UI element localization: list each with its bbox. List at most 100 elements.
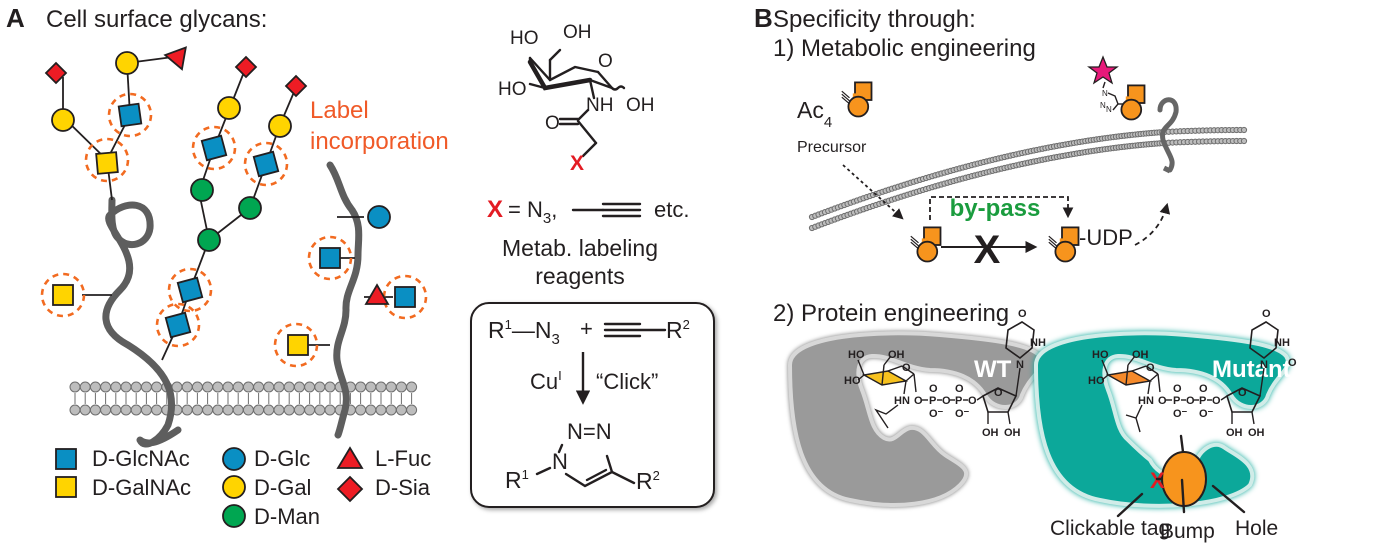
galnac-square-icon [55, 476, 77, 498]
udp-label: -UDP [1079, 225, 1133, 250]
triazole-linker: N N N [1100, 81, 1123, 114]
atom-nh: NH [1274, 337, 1290, 349]
acetyl-group [874, 404, 899, 429]
atom-ho1: HO [510, 28, 539, 49]
bond [901, 365, 915, 375]
lipid-head [314, 381, 326, 393]
lipid-head [365, 404, 377, 416]
ribose-ring [982, 387, 1018, 413]
lipid-head [100, 381, 112, 393]
lipid-head [130, 404, 142, 416]
lipid-head [222, 381, 234, 393]
bond [1127, 355, 1136, 366]
lipid-head [212, 404, 224, 416]
legend-label-glcnac: D-GlcNAc [92, 446, 190, 471]
atom-nh: NH [586, 95, 613, 116]
bond-amide [576, 108, 590, 122]
galnac-square-icon [95, 151, 119, 175]
callout-hole: Hole [1235, 517, 1278, 540]
lipid-head [324, 404, 336, 416]
atom-n: N [1016, 359, 1024, 371]
sugar-ring-face [861, 370, 909, 386]
atom-o: O [968, 395, 977, 407]
triazole-n-atom-1: N [1102, 89, 1108, 98]
x-def-x: X [487, 196, 503, 223]
reactant-alkyne-r2: R2 [666, 317, 690, 343]
fuc-triangle-icon [163, 46, 187, 71]
glcnac-square-icon [252, 150, 280, 178]
bond [857, 374, 865, 381]
bond-x [581, 141, 598, 158]
metabolic-reagent-structure: HO OH O HO NH OH O X [498, 22, 655, 175]
atom-o: O [994, 387, 1003, 399]
lipid-head [212, 381, 224, 393]
glcnac-square-icon [164, 311, 192, 339]
glycan-legend: D-GlcNAc D-GalNAc D-Glc D-Gal D-Man L-Fu… [55, 446, 431, 529]
sia-diamond-icon [44, 61, 68, 85]
lipid-head [253, 404, 265, 416]
lipid-head [385, 404, 397, 416]
atom-o: O [1186, 395, 1195, 407]
atom-hn: HN [1138, 395, 1154, 407]
glcnac-square-icon [394, 286, 416, 308]
lipid-head [171, 381, 183, 393]
galnac-square-icon [52, 284, 74, 306]
label-incorporation-ring [84, 137, 130, 183]
sia-diamond-icon [336, 475, 364, 503]
lipid-head [120, 404, 132, 416]
clickable-tag-x-mark: X [1150, 468, 1165, 493]
triazole-double [585, 468, 608, 482]
glcnac-square-icon [117, 102, 143, 128]
bond [1015, 367, 1021, 397]
reagent-caption-line2: reagents [535, 263, 625, 289]
bond [1251, 411, 1255, 425]
lipid-head [151, 381, 163, 393]
bond [1101, 374, 1109, 381]
bond [881, 364, 885, 386]
atom-p: P [955, 395, 962, 407]
lipid-head [304, 381, 316, 393]
bond [905, 373, 915, 382]
lipid-head [375, 404, 387, 416]
atom-ho: HO [1088, 375, 1105, 387]
ribose-ring [1226, 387, 1262, 413]
atom-oh1: OH [563, 22, 592, 43]
triazole-n1: N [552, 449, 568, 474]
lipid-head [406, 381, 418, 393]
sia-diamond-icon [284, 74, 308, 98]
atom-ho: HO [848, 349, 865, 361]
bond-ho2 [528, 82, 547, 90]
bond [1131, 365, 1147, 372]
atom-p: P [929, 395, 936, 407]
label-incorporation-ring [273, 322, 319, 368]
x-def-etc: etc. [654, 197, 689, 222]
triazole-star-bond [1102, 81, 1106, 89]
panel-a-title: Cell surface glycans: [46, 6, 267, 33]
lipid-head [222, 404, 234, 416]
bond [1157, 373, 1161, 393]
bond [1125, 364, 1129, 386]
lipid-head [232, 381, 244, 393]
lipid-head [253, 381, 265, 393]
atom-ho2: HO [498, 79, 527, 100]
lipid-head [181, 404, 193, 416]
legend-label-man: D-Man [254, 504, 320, 529]
bond [1145, 365, 1159, 375]
glc-circle-icon [222, 447, 246, 471]
lipid-head [324, 381, 336, 393]
click-box-frame [470, 302, 715, 508]
lipid-head [232, 404, 244, 416]
sia-diamond-icon [234, 55, 258, 79]
ring-bond-c1c2 [588, 78, 614, 90]
glcnac-square-icon [55, 448, 77, 470]
atom-oh: OH [1004, 427, 1021, 439]
lipid-head [181, 381, 193, 393]
lipid-head [355, 404, 367, 416]
atom-p: P [1173, 395, 1180, 407]
lipid-head [110, 381, 122, 393]
atom-o: O [1199, 383, 1208, 395]
mutant-protein-shape [1033, 331, 1290, 508]
gal-circle-icon [115, 51, 139, 75]
triazole-r1-bond [535, 466, 552, 476]
